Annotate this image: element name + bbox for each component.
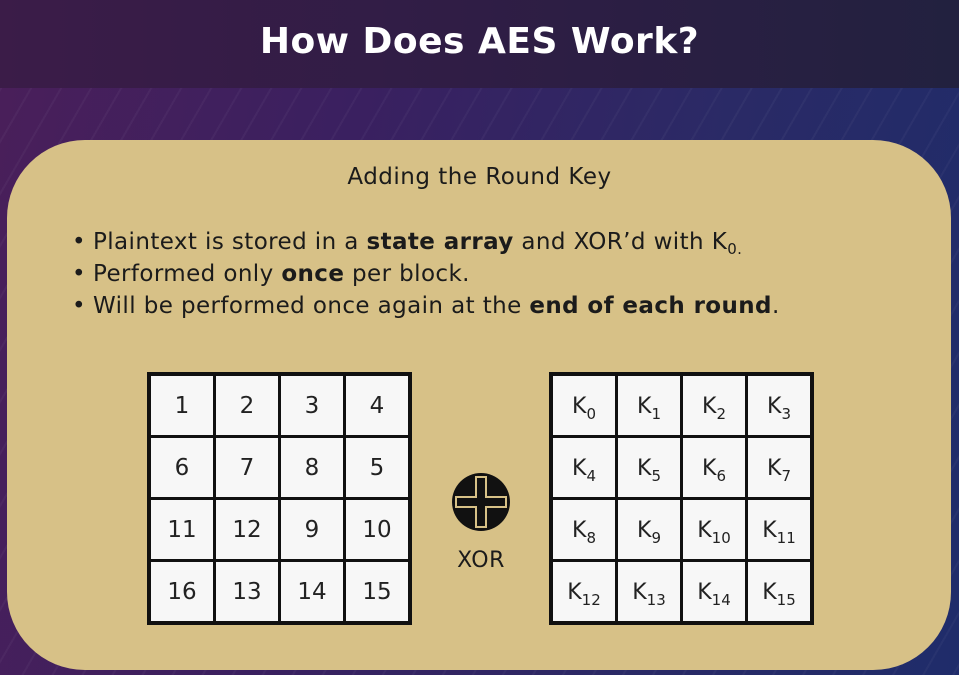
bullet-text: Performed only [93,261,282,287]
key-letter: K [767,393,782,419]
key-letter: K [762,579,777,605]
state-cell: 11 [147,497,216,562]
key-cell: K7 [745,435,814,500]
bullet-list: • Plaintext is stored in a state array an… [72,226,780,322]
key-letter: K [702,455,717,481]
grid-row: 6 7 8 5 [147,435,412,500]
grid-row: K4 K5 K6 K7 [549,435,814,500]
key-cell: K4 [549,435,618,500]
key-letter: K [567,579,582,605]
state-cell: 7 [213,435,281,500]
key-cell: K6 [680,435,748,500]
key-letter: K [762,517,777,543]
key-cell: K9 [615,497,683,562]
bullet-text: per block. [344,261,470,287]
key-cell: K12 [549,559,618,625]
key-letter: K [572,455,587,481]
key-subscript: 13 [646,590,666,609]
key-letter: K [637,455,652,481]
state-cell: 3 [278,372,346,438]
key-subscript: 10 [711,528,731,547]
key-letter: K [637,393,652,419]
grid-row: K0 K1 K2 K3 [549,372,814,438]
key-subscript: 6 [716,466,726,485]
state-cell: 16 [147,559,216,625]
state-cell: 1 [147,372,216,438]
bullet-emphasis: once [281,261,345,287]
xor-label: XOR [457,548,505,573]
bullet-item: • Performed only once per block. [72,258,780,290]
bullet-text: Will be performed once again at the [93,293,530,319]
grid-row: 11 12 9 10 [147,497,412,562]
key-subscript: 7 [781,466,791,485]
grid-row: K8 K9 K10 K11 [549,497,814,562]
key-subscript: 11 [776,528,796,547]
key-subscript: 15 [776,590,796,609]
key-subscript: 4 [586,466,596,485]
grid-row: K12 K13 K14 K15 [549,559,814,625]
bullet-text: Plaintext is stored in a [93,229,367,255]
key-letter: K [702,393,717,419]
state-cell: 15 [343,559,412,625]
bullet-emphasis: state array [366,229,514,255]
key-subscript: 9 [651,528,661,547]
state-cell: 10 [343,497,412,562]
header-bar: How Does AES Work? [0,0,959,88]
key-subscript: 2 [716,404,726,423]
section-title: Adding the Round Key [347,164,612,190]
bullet-item: • Plaintext is stored in a state array an… [72,226,780,258]
grid-row: 1 2 3 4 [147,372,412,438]
key-cell: K0 [549,372,618,438]
bullet-subscript: 0. [727,240,743,258]
key-cell: K8 [549,497,618,562]
page-title: How Does AES Work? [259,20,700,62]
key-cell: K10 [680,497,748,562]
key-cell: K1 [615,372,683,438]
key-letter: K [637,517,652,543]
key-cell: K11 [745,497,814,562]
state-cell: 9 [278,497,346,562]
state-array-grid: 1 2 3 4 6 7 8 5 11 12 9 10 16 13 14 15 [147,372,412,625]
state-cell: 2 [213,372,281,438]
state-cell: 6 [147,435,216,500]
key-letter: K [572,393,587,419]
state-cell: 13 [213,559,281,625]
key-letter: K [697,579,712,605]
key-letter: K [697,517,712,543]
bullet-text: and XOR’d with K [513,229,728,255]
key-cell: K13 [615,559,683,625]
key-letter: K [572,517,587,543]
grid-row: 16 13 14 15 [147,559,412,625]
key-cell: K14 [680,559,748,625]
bullet-marker: • [72,293,86,319]
key-subscript: 5 [651,466,661,485]
bullet-text: . [771,293,780,319]
state-cell: 5 [343,435,412,500]
round-key-grid: K0 K1 K2 K3 K4 K5 K6 K7 K8 K9 K10 K11 K1… [549,372,814,625]
xor-circle-plus-icon [449,470,513,534]
key-subscript: 8 [586,528,596,547]
state-cell: 8 [278,435,346,500]
bullet-marker: • [72,229,86,255]
key-cell: K15 [745,559,814,625]
key-letter: K [767,455,782,481]
key-subscript: 12 [581,590,601,609]
key-cell: K5 [615,435,683,500]
key-subscript: 0 [586,404,596,423]
key-subscript: 14 [711,590,731,609]
bullet-item: • Will be performed once again at the end… [72,290,780,322]
state-cell: 4 [343,372,412,438]
bullet-marker: • [72,261,86,287]
state-cell: 14 [278,559,346,625]
bullet-emphasis: end of each round [529,293,772,319]
key-subscript: 3 [781,404,791,423]
state-cell: 12 [213,497,281,562]
key-cell: K2 [680,372,748,438]
key-subscript: 1 [651,404,661,423]
key-cell: K3 [745,372,814,438]
key-letter: K [632,579,647,605]
